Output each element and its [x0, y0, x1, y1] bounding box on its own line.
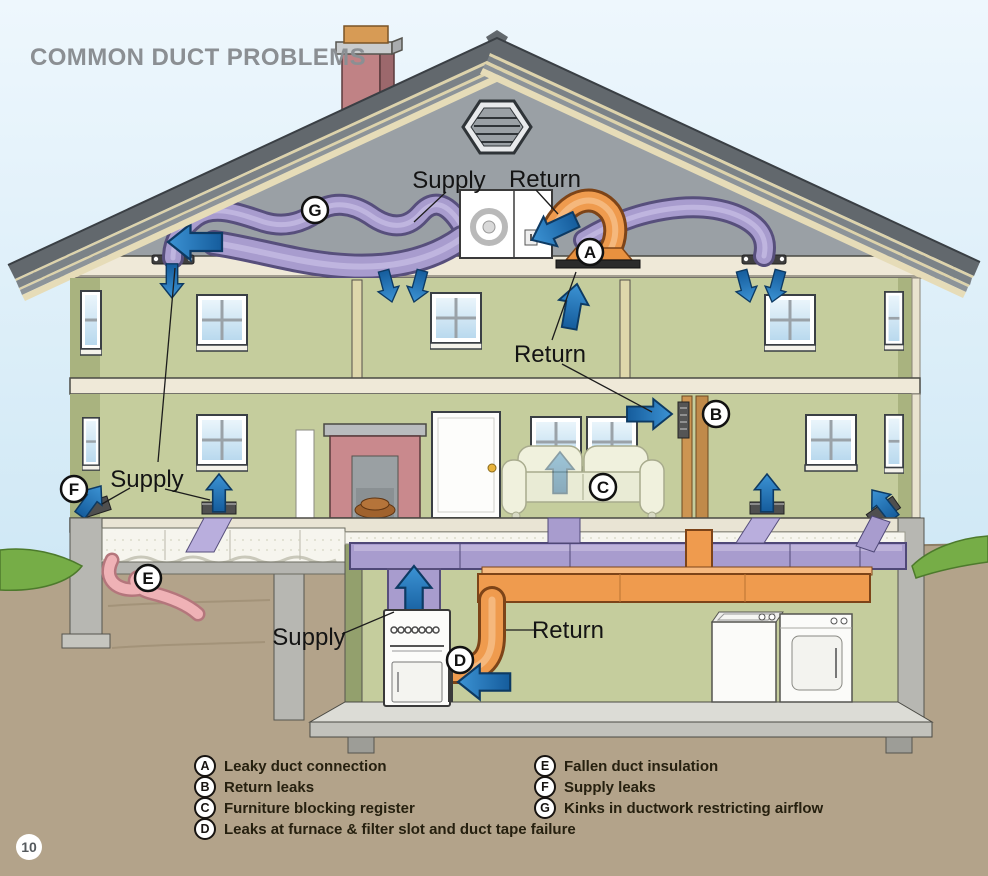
- svg-text:E: E: [142, 569, 153, 588]
- marker-d: D: [445, 645, 475, 675]
- legend-marker-f: F: [534, 776, 556, 798]
- door-knob: [487, 463, 497, 473]
- window: [884, 290, 904, 352]
- legend-marker-d: D: [194, 818, 216, 840]
- attic-section: [7, 25, 981, 301]
- air-handler-unit: [459, 189, 553, 259]
- marker-b: B: [701, 399, 731, 429]
- legend-text-c: Furniture blocking register: [224, 799, 415, 817]
- svg-text:A: A: [584, 243, 596, 262]
- marker-g: G: [300, 195, 330, 225]
- legend-marker-c: C: [194, 797, 216, 819]
- window: [764, 294, 816, 352]
- attic-return-label: Return: [509, 166, 581, 193]
- second-floor: [70, 263, 921, 381]
- legend-marker-a: A: [194, 755, 216, 777]
- svg-text:D: D: [454, 651, 466, 670]
- attic-supply-trunk: [201, 225, 475, 280]
- marker-a: A: [575, 237, 605, 267]
- basement-supply-trunk: [185, 515, 907, 570]
- svg-text:F: F: [69, 480, 79, 499]
- floor-insulation-batts: [101, 527, 346, 575]
- legend-item-e: E Fallen duct insulation: [534, 755, 719, 777]
- filter-slot: [448, 652, 453, 702]
- legend-marker-b: B: [194, 776, 216, 798]
- marker-c: C: [588, 472, 618, 502]
- legend-item-a: A Leaky duct connection: [194, 755, 387, 777]
- gable-vent: [461, 99, 533, 155]
- marker-f: F: [59, 474, 89, 504]
- legend-marker-e: E: [534, 755, 556, 777]
- dryer: [779, 613, 853, 703]
- partition-wall: [619, 279, 631, 381]
- window: [82, 416, 100, 472]
- marker-e: E: [133, 563, 163, 593]
- window: [80, 290, 102, 356]
- grass: [0, 535, 988, 591]
- roof: [7, 30, 981, 301]
- floor-band-upper: [69, 377, 921, 395]
- basement-section: [61, 515, 934, 754]
- furnace: [383, 609, 453, 707]
- foundation-wall-left: [69, 517, 103, 637]
- basement-return-label: Return: [532, 617, 604, 644]
- legend-marker-g: G: [534, 797, 556, 819]
- legend-item-g: G Kinks in ductwork restricting airflow: [534, 797, 824, 819]
- legend-text-b: Return leaks: [224, 778, 315, 796]
- interior-door: [431, 411, 501, 519]
- attic-supply-label: Supply: [412, 167, 485, 194]
- svg-text:B: B: [710, 405, 722, 424]
- legend-item-d: D Leaks at furnace & filter slot and duc…: [194, 818, 576, 840]
- svg-text:C: C: [597, 478, 609, 497]
- window: [884, 413, 904, 475]
- page-number: 10: [16, 834, 42, 860]
- legend-item-c: C Furniture blocking register: [194, 797, 415, 819]
- washer: [711, 611, 784, 703]
- legend-text-d: Leaks at furnace & filter slot and duct …: [224, 820, 576, 838]
- legend-text-f: Supply leaks: [564, 778, 656, 796]
- legend-text-e: Fallen duct insulation: [564, 757, 719, 775]
- leader-lines: [101, 189, 653, 635]
- legend-item-f: F Supply leaks: [534, 776, 656, 798]
- legend-item-b: B Return leaks: [194, 776, 315, 798]
- fireplace: [323, 423, 427, 519]
- window: [196, 294, 248, 352]
- upper-return-label: Return: [514, 341, 586, 368]
- main-floor: [69, 393, 921, 527]
- window: [196, 414, 248, 472]
- svg-text:G: G: [308, 201, 321, 220]
- legend-text-g: Kinks in ductwork restricting airflow: [564, 799, 824, 817]
- legend-text-a: Leaky duct connection: [224, 757, 387, 775]
- partition-wall: [351, 279, 363, 381]
- doorway-opening: [295, 429, 315, 519]
- page-title: COMMON DUCT PROBLEMS: [30, 44, 366, 71]
- main-supply-label: Supply: [110, 466, 183, 493]
- window: [430, 292, 482, 350]
- window: [804, 414, 858, 472]
- basement-supply-label: Supply: [272, 624, 345, 651]
